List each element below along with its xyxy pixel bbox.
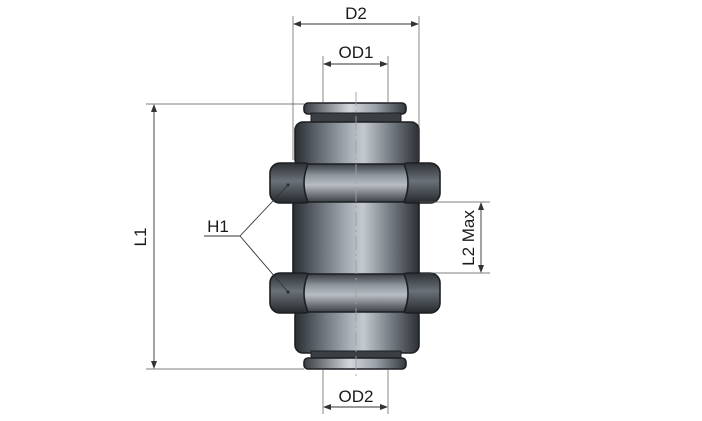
upper-hex-nut xyxy=(269,162,441,204)
od2-dimension: OD2 xyxy=(322,369,389,414)
od1-label: OD1 xyxy=(339,43,374,62)
od2-label: OD2 xyxy=(339,387,374,406)
bottom-collet xyxy=(303,357,407,370)
d2-label: D2 xyxy=(345,4,367,23)
bottom-shoulder xyxy=(294,307,420,354)
lower-hex-nut xyxy=(269,272,441,314)
od1-dimension: OD1 xyxy=(322,43,389,103)
top-collet xyxy=(303,102,407,115)
l1-dimension: L1 xyxy=(131,103,304,370)
fitting-body xyxy=(292,102,420,370)
l2-max-label: L2 Max xyxy=(459,210,478,266)
h1-leader: H1 xyxy=(204,183,290,294)
d2-dimension: D2 xyxy=(292,4,420,160)
l1-label: L1 xyxy=(131,228,150,247)
l2-max-dimension: L2 Max xyxy=(420,201,490,274)
top-shoulder xyxy=(294,121,420,168)
h1-label: H1 xyxy=(207,217,229,236)
